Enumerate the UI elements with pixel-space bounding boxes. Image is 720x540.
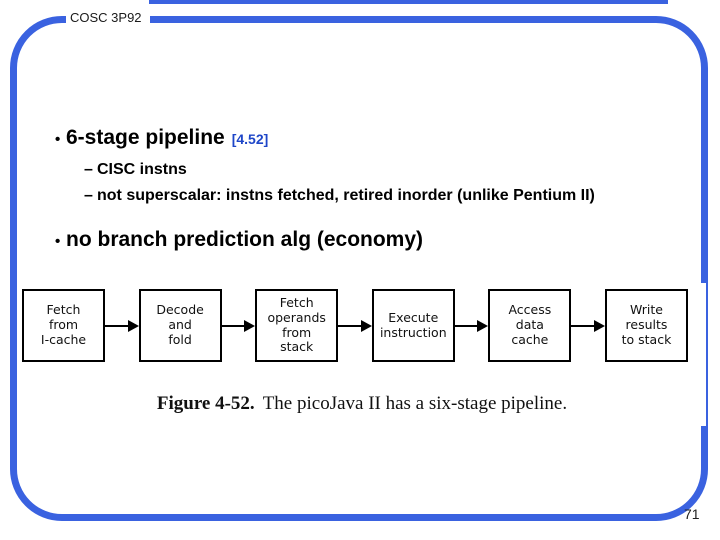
stage-execute-instruction: Execute instruction	[371, 289, 455, 362]
subbullet-not-superscalar: – not superscalar: instns fetched, retir…	[84, 185, 595, 206]
pipeline-figure: Fetch from I-cache Decode and fold Fetch…	[18, 283, 706, 426]
bullet-marker-icon: •	[55, 233, 61, 250]
dash-marker-icon: –	[84, 187, 93, 204]
stage-access-data-cache: Access data cache	[488, 289, 572, 362]
subbullet1-text: CISC instns	[97, 161, 187, 178]
figure-caption-label: Figure 4-52.	[156, 393, 255, 414]
flow-arrow-icon	[221, 289, 256, 362]
flow-arrow-icon	[454, 289, 489, 362]
flow-arrow-icon	[571, 289, 605, 362]
page-number: 71	[684, 506, 700, 522]
subbullet-cisc-instns: – CISC instns	[84, 159, 187, 180]
figure-caption: Figure 4-52. The picoJava II has a six-st…	[18, 393, 706, 415]
bullet-marker-icon: •	[55, 131, 61, 148]
figure-reference: [4.52]	[231, 131, 269, 147]
stage-write-results: Write results to stack	[604, 289, 688, 362]
stage-decode-and-fold: Decode and fold	[138, 289, 222, 362]
stage-fetch-from-icache: Fetch from I-cache	[22, 289, 105, 362]
bullet1-text: 6-stage pipeline[4.52]	[66, 126, 269, 149]
top-accent-bar	[149, 0, 668, 4]
course-code-label: COSC 3P92	[66, 8, 150, 28]
subbullet2-text: not superscalar: instns fetched, retired…	[97, 187, 595, 204]
bullet2-text: no branch prediction alg (economy)	[66, 228, 424, 251]
dash-marker-icon: –	[84, 161, 93, 178]
stage-fetch-operands: Fetch operands from stack	[255, 289, 339, 362]
bullet-6-stage-pipeline: • 6-stage pipeline[4.52]	[55, 126, 268, 152]
slide-border-frame	[10, 16, 708, 521]
flow-arrow-icon	[338, 289, 372, 362]
figure-caption-text: The picoJava II has a six-stage pipeline…	[262, 393, 568, 414]
pipeline-stage-row: Fetch from I-cache Decode and fold Fetch…	[22, 289, 688, 362]
flow-arrow-icon	[105, 289, 139, 362]
bullet-no-branch-prediction: • no branch prediction alg (economy)	[55, 228, 423, 254]
